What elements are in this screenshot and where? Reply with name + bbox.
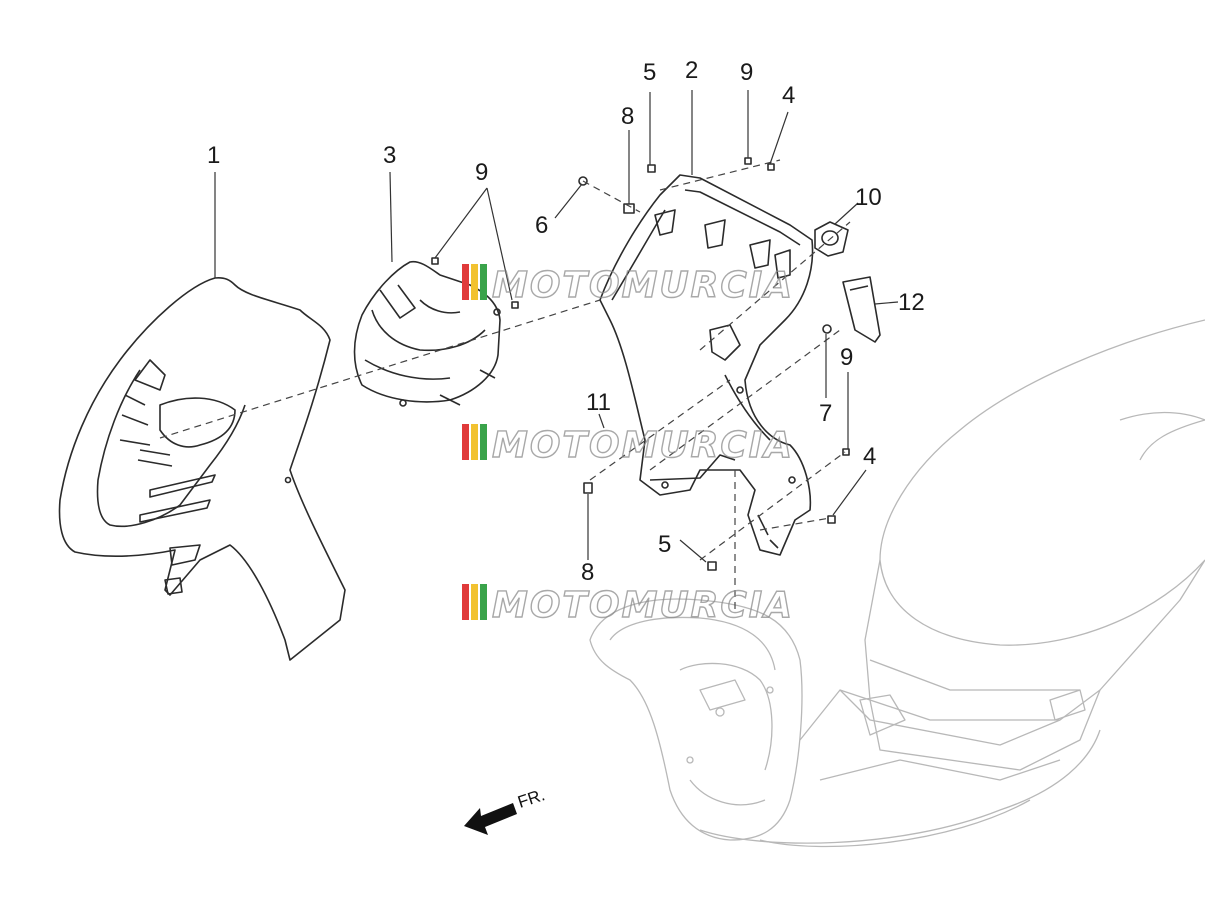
watermark-stripe bbox=[480, 584, 487, 620]
inner-leg-shield-part bbox=[599, 174, 814, 556]
callout-9: 9 bbox=[740, 59, 753, 86]
callout-6: 6 bbox=[535, 212, 548, 239]
front-direction-indicator: FR. bbox=[464, 785, 547, 835]
watermark-text: MOTOMURCIA bbox=[492, 265, 794, 306]
callout-2: 2 bbox=[685, 57, 698, 84]
watermark-stripe bbox=[462, 584, 469, 620]
watermark-stripe bbox=[471, 424, 478, 460]
callout-8: 8 bbox=[581, 559, 594, 586]
front-shield-part bbox=[58, 277, 346, 661]
watermark-logo: MOTOMURCIA bbox=[462, 424, 794, 467]
callout-labels: 1 2 3 4 4 5 5 6 7 8 8 9 9 9 10 11 12 bbox=[207, 57, 925, 586]
callout-12: 12 bbox=[898, 289, 925, 316]
callout-8: 8 bbox=[621, 103, 634, 130]
callout-5: 5 bbox=[643, 59, 656, 86]
callout-5: 5 bbox=[658, 531, 671, 558]
watermark-stripe bbox=[480, 424, 487, 460]
watermark-stripe bbox=[480, 264, 487, 300]
watermark-stripe bbox=[462, 264, 469, 300]
leader-lines bbox=[214, 90, 899, 563]
callout-10: 10 bbox=[855, 184, 882, 211]
assembly-lines bbox=[159, 159, 851, 610]
watermark-text: MOTOMURCIA bbox=[492, 425, 794, 466]
watermark-logo: MOTOMURCIA bbox=[462, 264, 794, 307]
callout-7: 7 bbox=[819, 400, 832, 427]
watermark-logo: MOTOMURCIA bbox=[462, 584, 794, 627]
callout-9: 9 bbox=[475, 159, 488, 186]
callout-4: 4 bbox=[782, 82, 795, 109]
watermark-text: MOTOMURCIA bbox=[492, 585, 794, 626]
callout-1: 1 bbox=[207, 142, 220, 169]
watermark-stripe bbox=[471, 584, 478, 620]
callout-9: 9 bbox=[840, 344, 853, 371]
callout-11: 11 bbox=[586, 389, 611, 416]
scooter-frame-outline bbox=[589, 319, 1205, 848]
direction-arrow-icon bbox=[464, 803, 517, 835]
watermark-stripe bbox=[462, 424, 469, 460]
fastener-hardware bbox=[431, 157, 850, 571]
inner-grille-part bbox=[353, 260, 501, 407]
rubber-grommet-part bbox=[814, 221, 849, 257]
direction-label: FR. bbox=[515, 785, 547, 812]
watermark-stripe bbox=[471, 264, 478, 300]
callout-4: 4 bbox=[863, 443, 876, 470]
callout-3: 3 bbox=[383, 142, 396, 169]
cover-plate-part bbox=[842, 276, 881, 343]
